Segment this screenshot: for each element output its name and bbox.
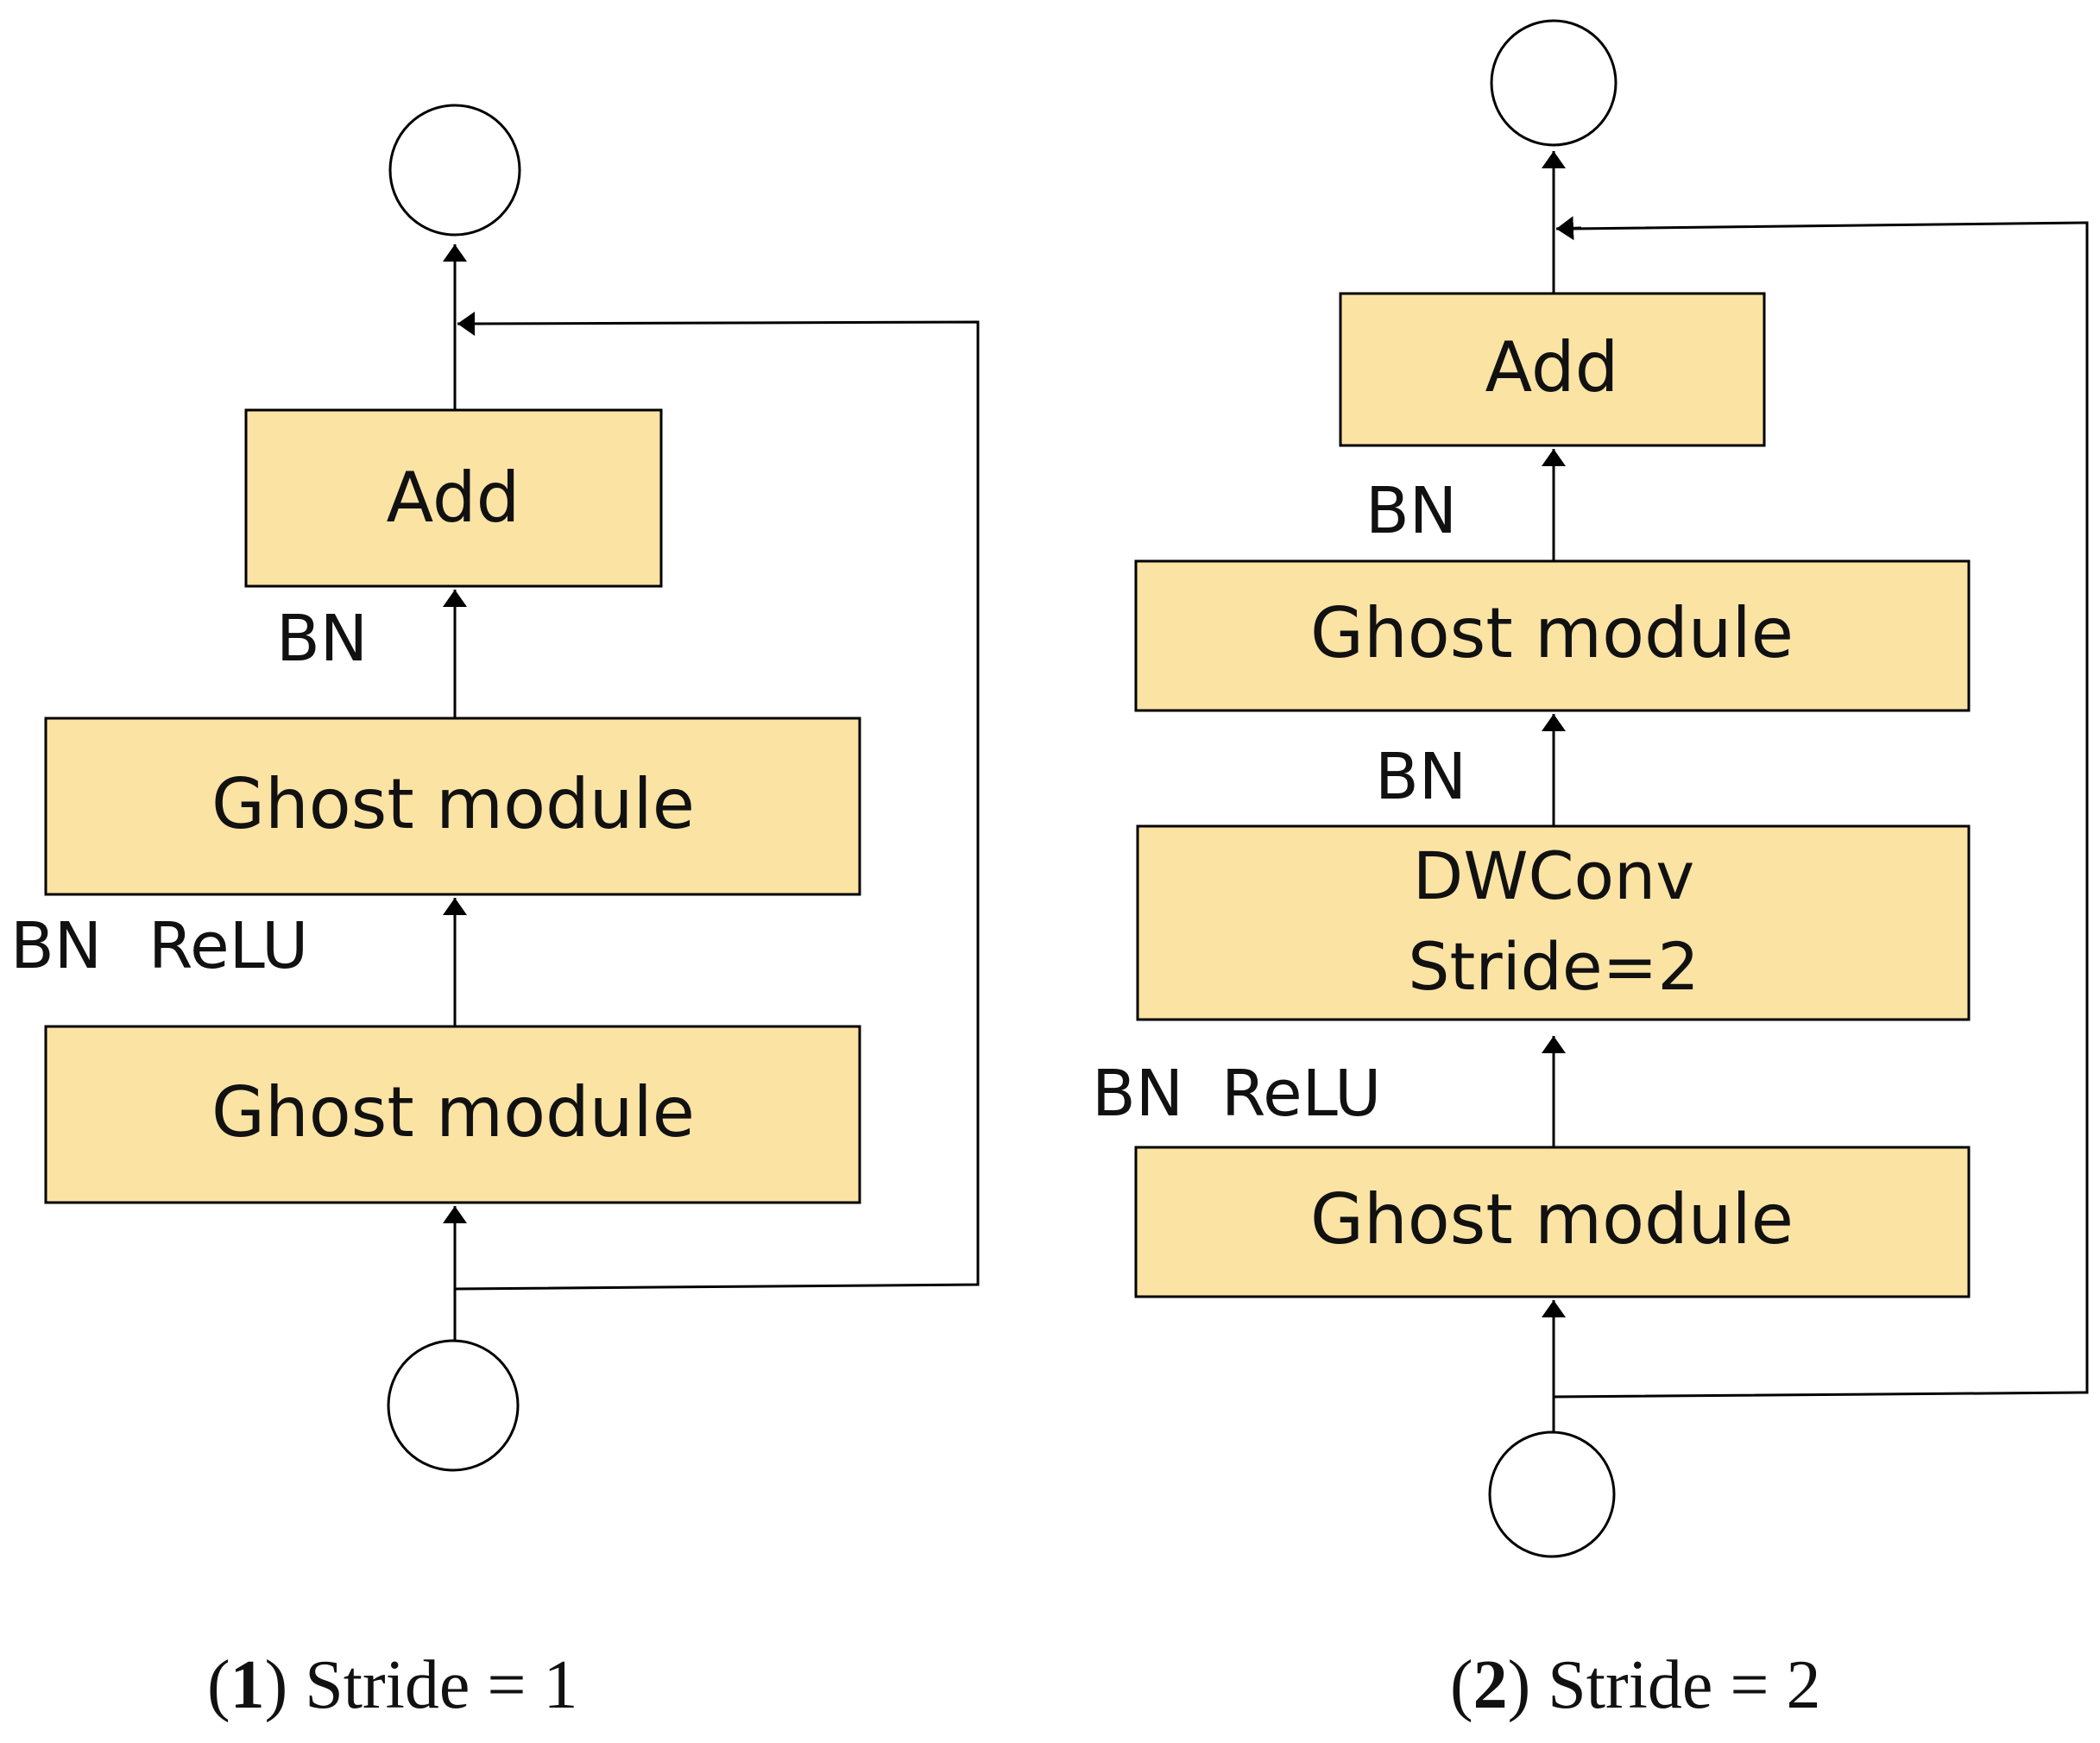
bn-mid-label: BN xyxy=(1375,740,1466,814)
input-node xyxy=(387,1339,520,1472)
skip-arrow-head xyxy=(1555,216,1582,241)
diagram-stride-2: Add BN Ghost module BN DWConv Stride=2 B… xyxy=(1092,19,2089,1723)
bn-relu-relu-label: ReLU xyxy=(1221,1057,1381,1131)
ghost-module-lower-label: Ghost module xyxy=(1310,1179,1794,1260)
ghost-module-upper-label: Ghost module xyxy=(1310,593,1794,673)
bn-relu-relu-label: ReLU xyxy=(148,909,308,983)
ghost-module-upper xyxy=(44,717,861,896)
caption-stride-2: (2) Stride = 2 xyxy=(1450,1647,1821,1723)
bn-relu-bn-label: BN xyxy=(1092,1057,1183,1131)
output-node xyxy=(388,104,521,237)
add-box xyxy=(244,408,663,588)
caption-stride-1: (1) Stride = 1 xyxy=(207,1647,578,1723)
ghost-module-upper xyxy=(1134,559,1971,712)
add-box xyxy=(1339,292,1766,447)
ghost-module-lower xyxy=(1134,1146,1971,1298)
input-node xyxy=(1488,1430,1616,1558)
diagram-stride-1: Add BN Ghost module BN ReLU Ghost module… xyxy=(10,104,980,1723)
dwconv-label-line2: Stride=2 xyxy=(1408,928,1699,1005)
add-label: Add xyxy=(387,458,520,538)
ghost-module-upper-label: Ghost module xyxy=(211,764,695,844)
skip-connection xyxy=(454,320,980,1291)
ghost-module-lower xyxy=(44,1025,861,1204)
dwconv-label-line1: DWConv xyxy=(1413,837,1694,914)
bn-top-label: BN xyxy=(1365,474,1457,548)
output-node xyxy=(1490,19,1618,147)
skip-connection xyxy=(1553,221,2089,1399)
ghost-module-lower-label: Ghost module xyxy=(211,1072,695,1153)
dwconv-box xyxy=(1136,824,1971,1021)
bn-label: BN xyxy=(276,602,368,676)
bn-relu-bn-label: BN xyxy=(10,909,102,983)
add-label: Add xyxy=(1485,327,1619,407)
